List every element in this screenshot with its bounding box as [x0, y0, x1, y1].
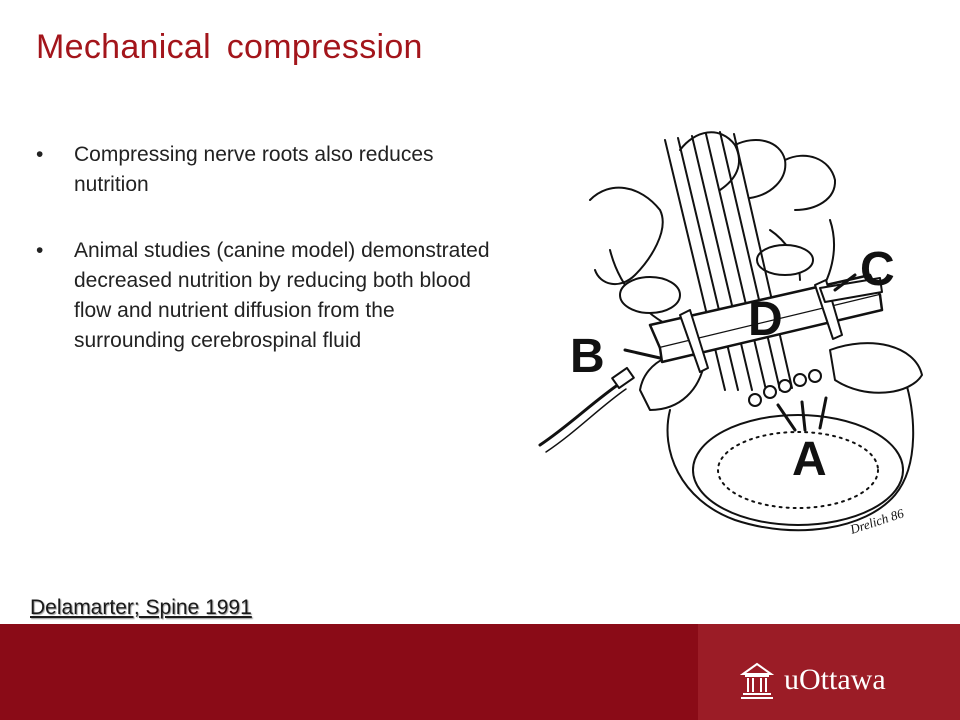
figure-label-d: D	[748, 293, 783, 346]
building-icon	[740, 662, 774, 699]
logo-text: uOttawa	[784, 663, 886, 696]
uottawa-logo: uOttawa	[740, 660, 886, 700]
bullet-list: • Compressing nerve roots also reduces n…	[36, 140, 506, 392]
bullet-item: • Animal studies (canine model) demonstr…	[36, 236, 506, 356]
bullet-item: • Compressing nerve roots also reduces n…	[36, 140, 506, 200]
bullet-text: Compressing nerve roots also reduces nut…	[74, 143, 434, 196]
footer-accent-panel	[698, 624, 960, 720]
figure-label-a: A	[792, 433, 827, 486]
bullet-marker: •	[36, 143, 44, 166]
figure-label-b: B	[570, 330, 605, 383]
footer-bar	[0, 624, 960, 720]
bullet-marker: •	[36, 239, 44, 262]
slide-title: Mechanical compression	[36, 28, 423, 66]
figure-label-c: C	[860, 243, 895, 296]
citation: Delamarter; Spine 1991	[30, 596, 252, 619]
bullet-text: Animal studies (canine model) demonstrat…	[74, 239, 490, 352]
spine-compression-illustration: B C D A Drelich 86	[538, 131, 923, 537]
